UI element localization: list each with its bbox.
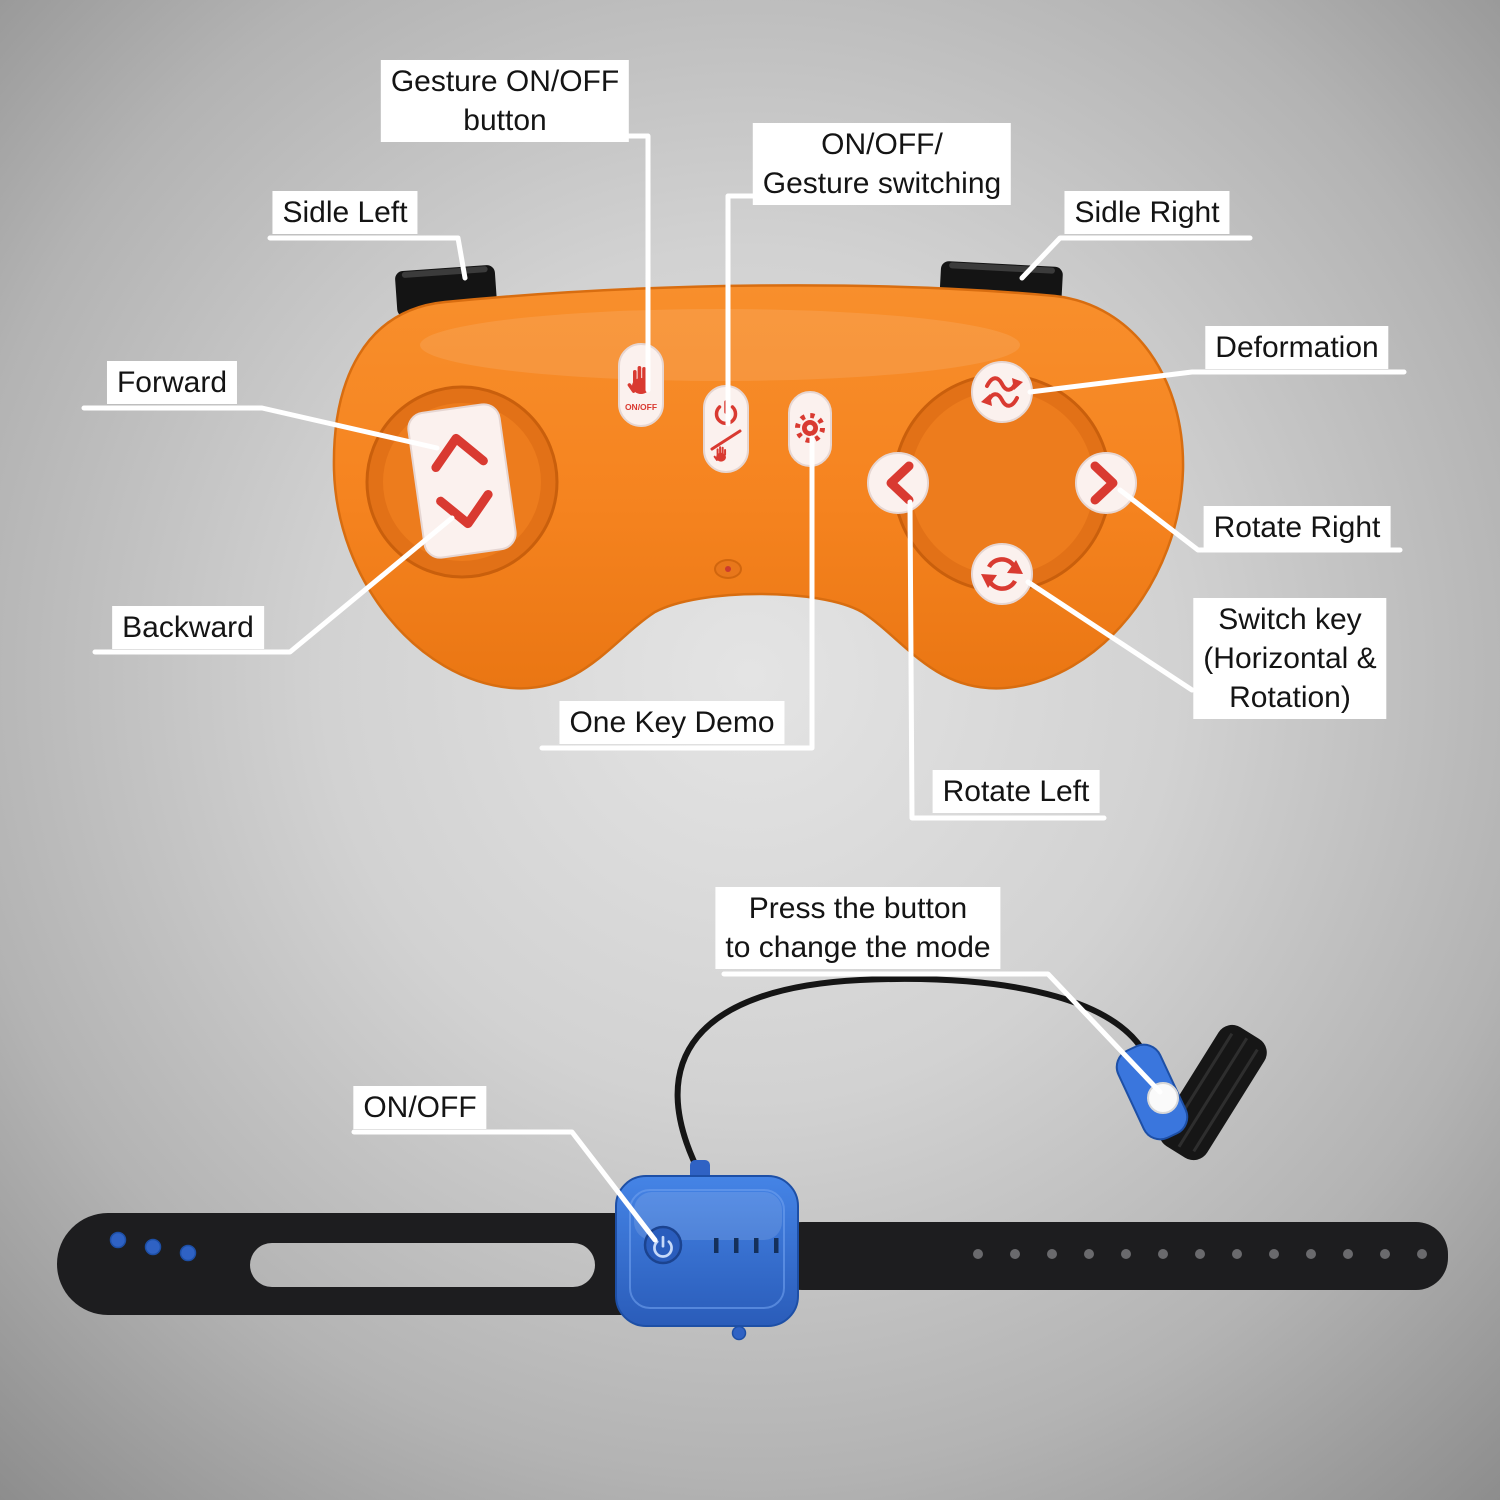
leader-backward <box>92 515 455 655</box>
rotate-left-button <box>867 452 929 514</box>
label-deformation: Deformation <box>1205 326 1389 369</box>
leader-onoff <box>351 1129 658 1243</box>
rotate-right-button <box>1075 452 1137 514</box>
wristband-right-strap <box>770 1222 1448 1290</box>
label-switch-key: Switch key (Horizontal & Rotation) <box>1193 598 1387 719</box>
wavy-arrows-icon <box>981 376 1023 408</box>
leader-rotate-right <box>1117 487 1403 553</box>
leader-switch-key <box>1025 579 1195 693</box>
rotate-arrows-icon <box>981 557 1023 591</box>
leader-one-key-demo <box>539 435 815 751</box>
label-onoff-gesture-switching: ON/OFF/ Gesture switching <box>752 123 1012 205</box>
label-sidle-right: Sidle Right <box>1064 191 1230 234</box>
leader-forward <box>81 405 440 451</box>
chevron-right-icon <box>1090 461 1118 505</box>
control-module <box>615 1160 799 1341</box>
label-backward: Backward <box>112 606 264 649</box>
indicator-led <box>714 559 742 579</box>
wristband <box>57 975 1448 1341</box>
leader-deformation <box>1027 369 1407 395</box>
hand-button-caption: ON/OFF <box>625 402 657 412</box>
chevron-down-icon <box>436 489 493 529</box>
switch-key-button <box>971 543 1033 605</box>
gesture-onoff-button: ON/OFF <box>618 343 664 427</box>
leader-sidle-right <box>1019 235 1253 281</box>
gear-icon <box>795 413 825 443</box>
label-sidle-left: Sidle Left <box>272 191 418 234</box>
deformation-button <box>971 361 1033 423</box>
controller: ON/OFF <box>332 261 1185 690</box>
label-press-button-mode: Press the button to change the mode <box>715 887 1001 969</box>
strap-holes <box>973 1249 1427 1259</box>
wristband-left-paddle <box>57 1213 660 1315</box>
cord <box>674 975 1155 1179</box>
label-rotate-right: Rotate Right <box>1203 506 1391 549</box>
paddle-studs <box>109 1231 197 1262</box>
label-one-key-demo: One Key Demo <box>559 701 785 744</box>
left-rocker-pad <box>365 385 559 579</box>
label-rotate-left: Rotate Left <box>932 770 1100 813</box>
right-button-pad <box>867 361 1137 605</box>
leader-sidle-left <box>267 235 468 281</box>
chevron-up-icon <box>431 433 488 473</box>
chevron-left-icon <box>886 461 914 505</box>
module-vents <box>714 1238 779 1253</box>
label-forward: Forward <box>106 361 238 404</box>
leader-press-button <box>721 971 1163 1095</box>
module-bottom-stud <box>731 1325 747 1341</box>
label-onoff: ON/OFF <box>353 1086 487 1129</box>
leader-rotate-left <box>907 499 1107 821</box>
label-gesture-onoff-button: Gesture ON/OFF button <box>380 60 630 142</box>
